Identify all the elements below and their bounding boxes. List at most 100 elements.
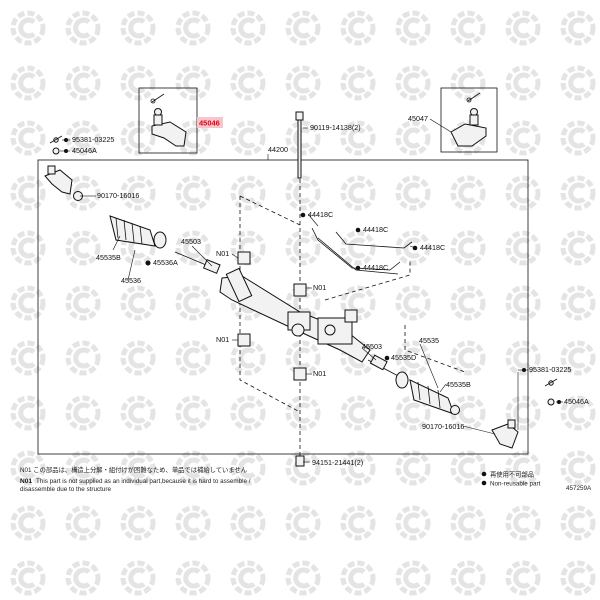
legend-japanese: 再使用不可部品 — [490, 470, 534, 479]
watermark-logo-icon — [395, 65, 431, 101]
note-n01-japanese: N01 この部品は、構造上分解・組付けが困難なため、単品では補給していません — [20, 465, 247, 474]
watermark-logo-icon — [450, 340, 486, 376]
watermark-logo-icon — [120, 340, 156, 376]
right-outer-parts — [367, 354, 558, 449]
note-n01-english-line1: This part is not supplied as an individu… — [36, 478, 251, 485]
label-45503-left: 45503 — [181, 237, 201, 246]
label-45535b-left: 45535B — [96, 253, 121, 262]
watermark-logo-icon — [10, 285, 46, 321]
watermark-logo-icon — [230, 450, 266, 486]
watermark-logo-icon — [285, 395, 321, 431]
leader-lines — [60, 118, 563, 463]
label-45046a-right: 45046A — [564, 397, 589, 406]
watermark-logo-icon — [120, 120, 156, 156]
label-n01-d: N01 — [313, 369, 326, 378]
watermark-logo-icon — [340, 120, 376, 156]
watermark-logo-icon — [395, 10, 431, 46]
watermark-logo-icon — [560, 340, 596, 376]
watermark-logo-icon — [175, 505, 211, 541]
watermark-logo-icon — [560, 120, 596, 156]
watermark-logo-icon — [450, 285, 486, 321]
label-44418c-1: 44418C — [308, 210, 333, 219]
watermark-logo-icon — [65, 285, 101, 321]
notes-block: N01 この部品は、構造上分解・組付けが困難なため、単品では補給していません N… — [20, 465, 251, 493]
watermark-logo-icon — [10, 65, 46, 101]
label-45503-right: 45503 — [362, 342, 382, 351]
assembly-frame-44200 — [37, 159, 529, 455]
figure-code: 457259A — [566, 485, 592, 492]
watermark-logo-icon — [395, 340, 431, 376]
label-44418c-4: 44418C — [363, 263, 388, 272]
label-n01-c: N01 — [216, 335, 229, 344]
watermark-logo-icon — [10, 505, 46, 541]
label-45046-highlighted: 45046 — [199, 119, 220, 128]
watermark-logo-icon — [175, 340, 211, 376]
watermark-logo-icon — [285, 10, 321, 46]
watermark-logo-icon — [175, 450, 211, 486]
watermark-logo-icon — [560, 560, 596, 596]
left-outer-parts — [44, 135, 221, 274]
watermark-logo-icon — [340, 230, 376, 266]
bushings — [237, 251, 307, 467]
label-90170-left: 90170-16016 — [97, 191, 139, 200]
watermark-logo-icon — [10, 10, 46, 46]
part-labels: 95381-03225 45046A 45046 90119-14138(2) … — [64, 114, 589, 467]
tie-rod-end-45047 — [450, 92, 487, 147]
watermark-logo-icon — [285, 120, 321, 156]
watermark-logo-icon — [65, 65, 101, 101]
watermark-logo-icon — [560, 395, 596, 431]
watermark-logo-icon — [230, 505, 266, 541]
watermark-logo-icon — [450, 175, 486, 211]
watermark-logo-icon — [450, 230, 486, 266]
watermark-logo-grid — [10, 10, 596, 596]
mount-bolt-90119 — [295, 111, 304, 179]
watermark-logo-icon — [505, 450, 541, 486]
label-45536a: 45536A — [153, 258, 178, 267]
watermark-logo-icon — [120, 395, 156, 431]
watermark-logo-icon — [340, 175, 376, 211]
watermark-logo-icon — [10, 340, 46, 376]
label-45535: 45535 — [419, 336, 439, 345]
label-45535d: 45535D — [391, 353, 416, 362]
label-44418c-2: 44418C — [363, 225, 388, 234]
watermark-logo-icon — [120, 285, 156, 321]
watermark-logo-icon — [560, 505, 596, 541]
watermark-logo-icon — [285, 230, 321, 266]
watermark-logo-icon — [450, 560, 486, 596]
watermark-logo-icon — [175, 230, 211, 266]
label-n01-a: N01 — [216, 249, 229, 258]
watermark-logo-icon — [340, 395, 376, 431]
watermark-logo-icon — [65, 505, 101, 541]
watermark-logo-icon — [505, 65, 541, 101]
watermark-logo-icon — [120, 65, 156, 101]
watermark-logo-icon — [450, 450, 486, 486]
callout-box-45047 — [440, 87, 498, 153]
watermark-logo-icon — [560, 175, 596, 211]
legend-dot-icon — [481, 480, 487, 486]
watermark-logo-icon — [560, 230, 596, 266]
watermark-logo-icon — [285, 65, 321, 101]
label-45535b-right: 45535B — [446, 380, 471, 389]
explode-outline-left — [239, 195, 301, 413]
watermark-logo-icon — [560, 285, 596, 321]
watermark-logo-icon — [505, 285, 541, 321]
label-90170-right: 90170-16016 — [422, 422, 464, 431]
legend: 再使用不可部品 Non-reusable part — [481, 470, 541, 488]
watermark-logo-icon — [505, 120, 541, 156]
watermark-logo-icon — [65, 10, 101, 46]
watermark-logo-icon — [395, 230, 431, 266]
label-95381-left: 95381-03225 — [72, 135, 114, 144]
label-44200: 44200 — [268, 145, 288, 154]
label-95381-right: 95381-03225 — [529, 365, 571, 374]
label-94151: 94151-21441(2) — [312, 458, 363, 467]
watermark-logo-icon — [10, 120, 46, 156]
watermark-logo-icon — [65, 230, 101, 266]
watermark-logo-icon — [10, 395, 46, 431]
watermark-logo-icon — [395, 450, 431, 486]
legend-english: Non-reusable part — [490, 481, 541, 488]
watermark-logo-icon — [175, 10, 211, 46]
watermark-logo-icon — [505, 230, 541, 266]
label-45047: 45047 — [408, 114, 428, 123]
watermark-logo-icon — [65, 120, 101, 156]
